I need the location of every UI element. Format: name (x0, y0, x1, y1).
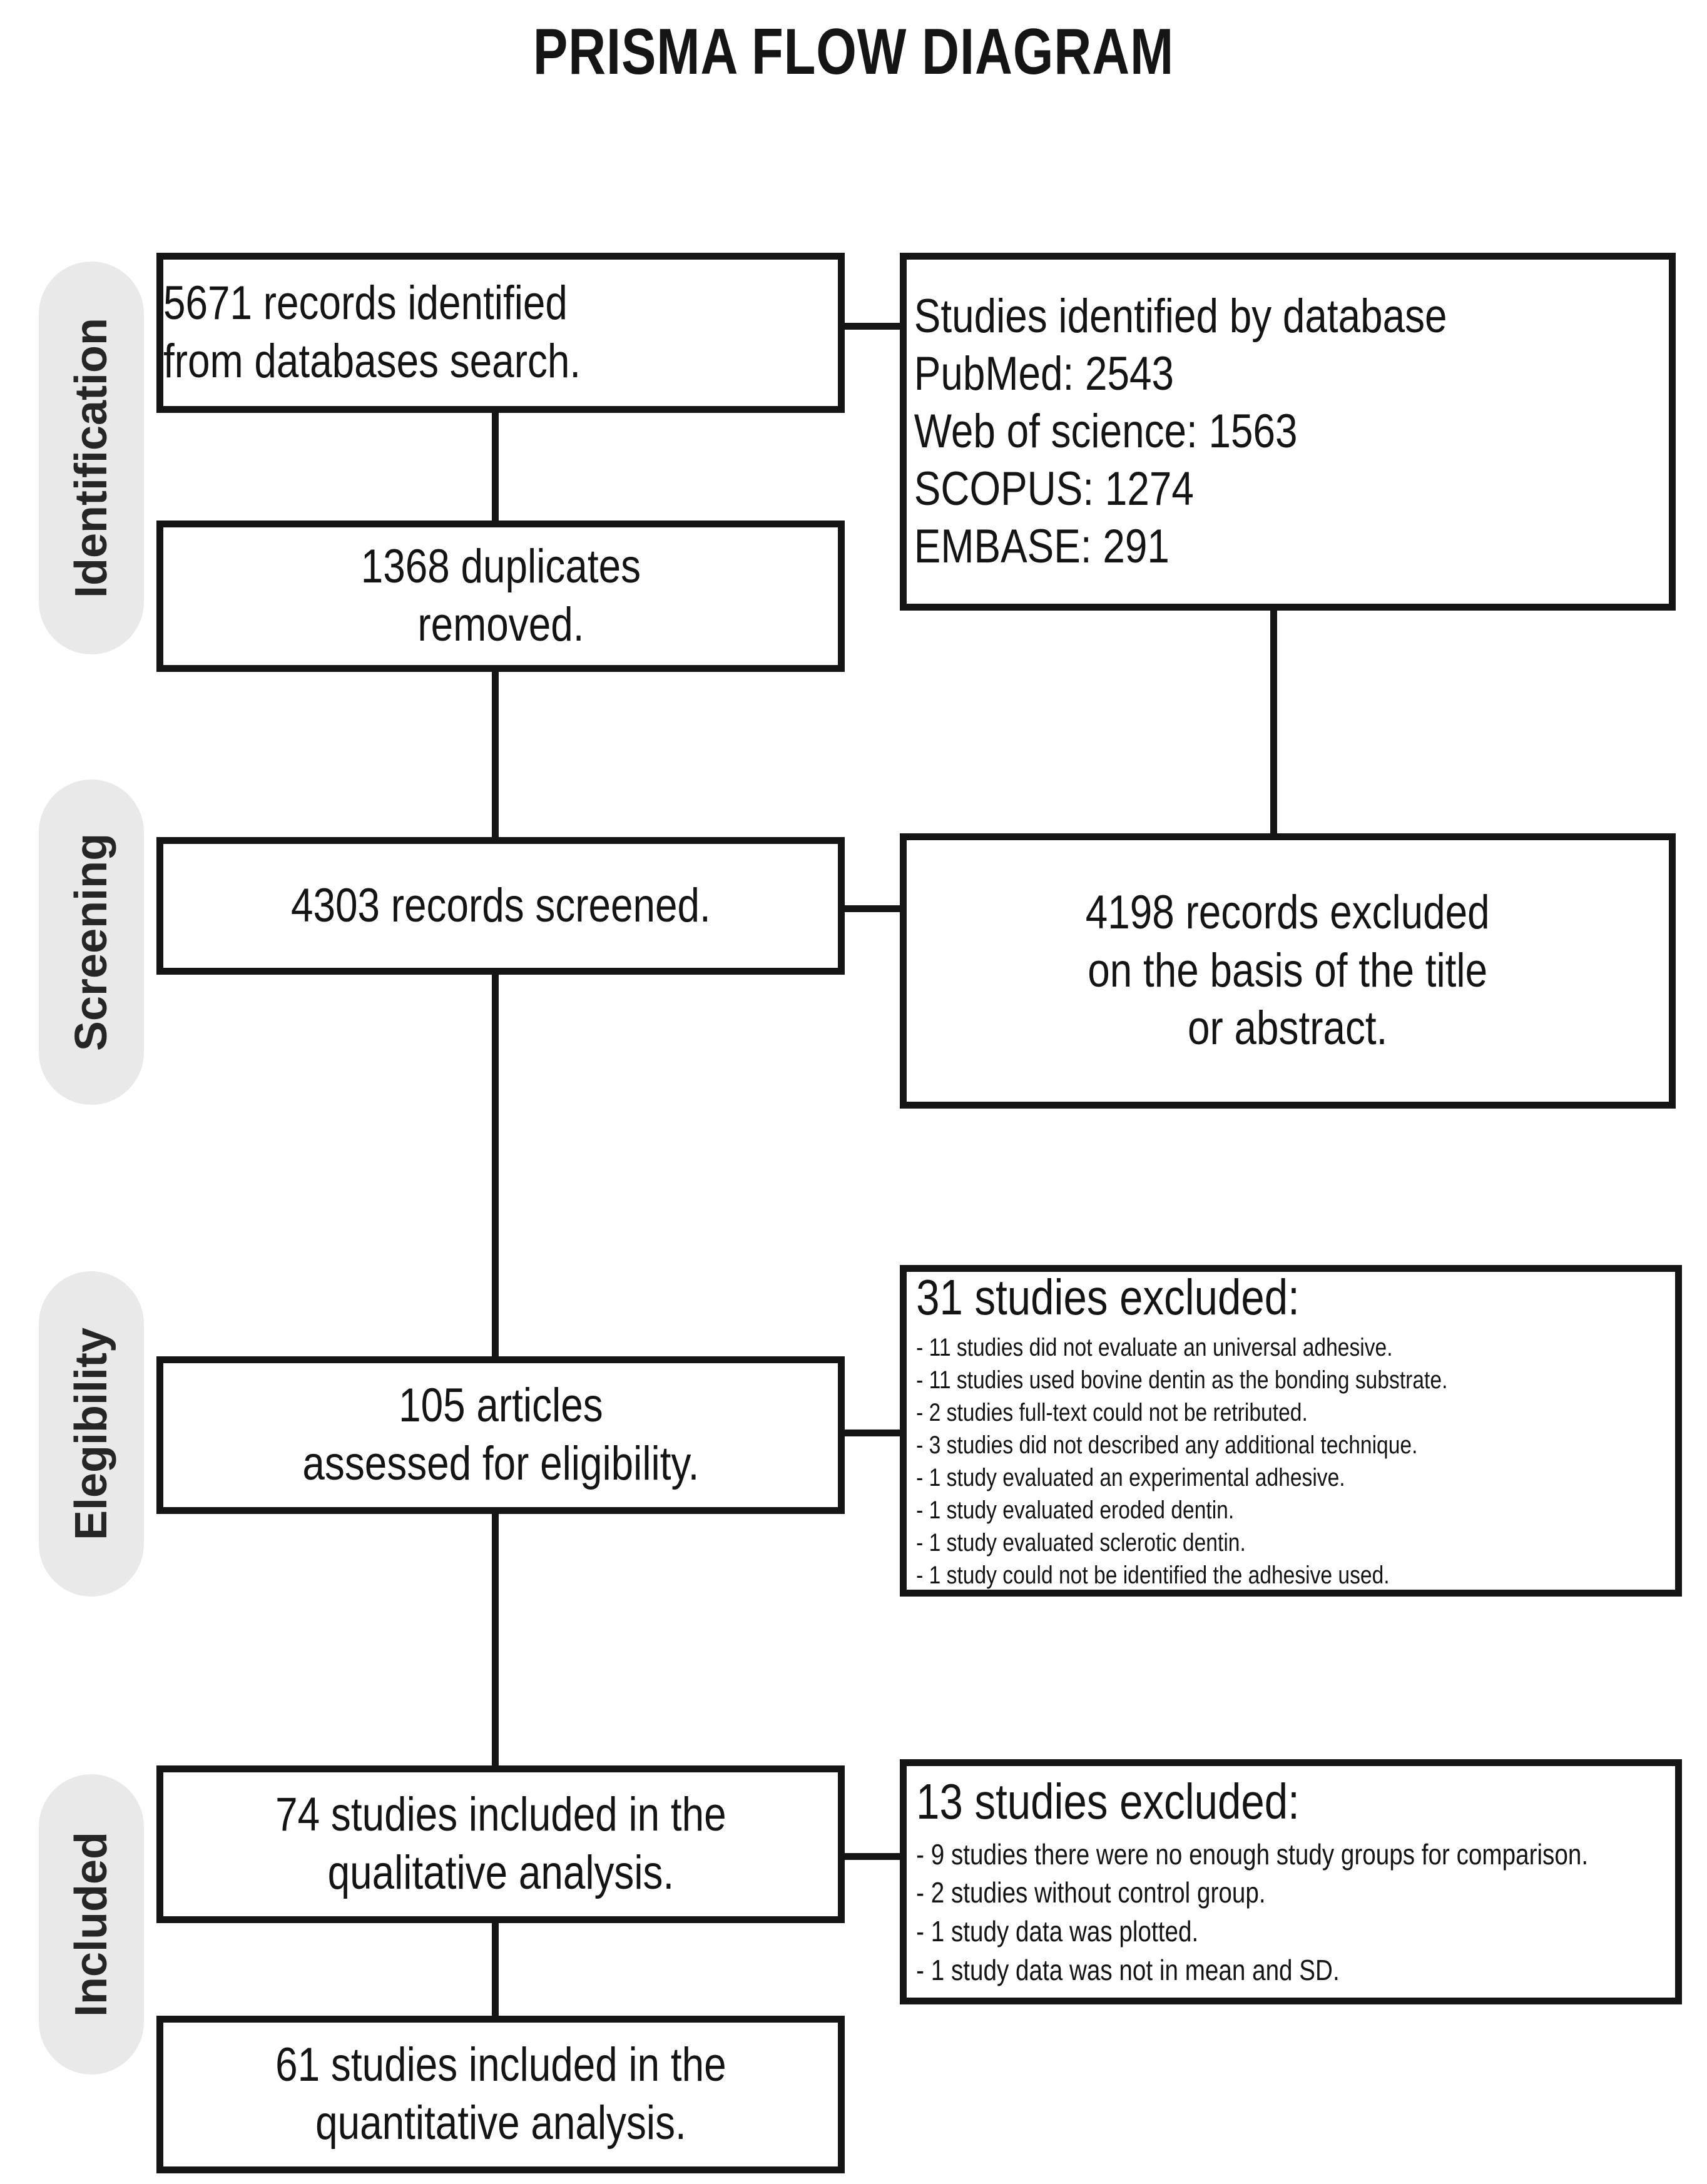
stage-pill-included: Included (39, 1774, 144, 2075)
stage-pill-screening: Screening (39, 780, 144, 1105)
stage-label-included: Included (66, 1831, 117, 2018)
box-eligibility-excluded: 31 studies excluded: - 11 studies did no… (900, 1265, 1682, 1597)
included-excluded-list: - 9 studies there were no enough study g… (907, 1836, 1684, 1990)
eligibility-reason: - 11 studies did not evaluate an univers… (916, 1334, 1393, 1361)
eligibility-reason: - 1 study evaluated eroded dentin. (916, 1496, 1235, 1524)
included-reason: - 9 studies there were no enough study g… (916, 1837, 1589, 1871)
stage-label-elegibility: Elegibility (66, 1327, 117, 1541)
connector-database-downstream (1270, 607, 1277, 845)
qualitative-included-text: 74 studies included in the qualitative a… (275, 1788, 726, 1899)
included-reason: - 1 study data was not in mean and SD. (916, 1953, 1340, 1986)
eligibility-reason: - 1 study evaluated sclerotic dentin. (916, 1529, 1246, 1557)
box-included-excluded: 13 studies excluded: - 9 studies there w… (900, 1759, 1682, 2004)
connector-qualitative-to-included-excluded (838, 1853, 907, 1860)
connector-identified-to-database (838, 323, 907, 330)
quantitative-included-text: 61 studies included in the quantitative … (275, 2038, 726, 2150)
stage-pill-identification: Identification (39, 262, 144, 654)
eligibility-reason: - 1 study evaluated an experimental adhe… (916, 1464, 1345, 1491)
connector-assessed-to-eligibility-excluded (838, 1430, 907, 1436)
eligibility-reason: - 1 study could not be identified the ad… (916, 1562, 1390, 1589)
database-entry-embase: EMBASE: 291 (914, 519, 1169, 573)
connector-identified-to-duplicates (492, 413, 499, 522)
box-records-identified: 5671 records identified from databases s… (156, 253, 845, 413)
box-qualitative-included: 74 studies included in the qualitative a… (156, 1765, 845, 1923)
box-records-excluded: 4198 records excluded on the basis of th… (900, 833, 1676, 1109)
records-identified-text: 5671 records identified from databases s… (163, 277, 581, 388)
eligibility-excluded-heading: 31 studies excluded: (916, 1269, 1300, 1325)
stage-pill-elegibility: Elegibility (39, 1271, 144, 1597)
connector-qualitative-to-quantitative (492, 1922, 499, 2019)
connector-screened-to-assessed (492, 973, 499, 1361)
duplicates-removed-text: 1368 duplicates removed. (360, 540, 641, 651)
stage-label-screening: Screening (66, 833, 116, 1052)
database-entry-scopus: SCOPUS: 1274 (914, 462, 1194, 516)
included-reason: - 2 studies without control group. (916, 1876, 1266, 1909)
eligibility-reason: - 11 studies used bovine dentin as the b… (916, 1366, 1448, 1394)
database-entry-web-of-science: Web of science: 1563 (914, 405, 1298, 459)
eligibility-reason: - 2 studies full-text could not be retri… (916, 1399, 1308, 1426)
connector-screened-to-excluded (838, 905, 907, 912)
database-entry-pubmed: PubMed: 2543 (914, 347, 1175, 401)
box-database-breakdown: Studies identified by database PubMed: 2… (900, 253, 1676, 611)
included-reason: - 1 study data was plotted. (916, 1915, 1199, 1948)
eligibility-excluded-list: - 11 studies did not evaluate an univers… (907, 1331, 1684, 1592)
eligibility-reason: - 3 studies did not described any additi… (916, 1431, 1418, 1459)
box-records-screened: 4303 records screened. (156, 837, 845, 975)
box-duplicates-removed: 1368 duplicates removed. (156, 521, 845, 672)
box-articles-assessed: 105 articles assessed for eligibility. (156, 1356, 845, 1514)
articles-assessed-text: 105 articles assessed for eligibility. (302, 1379, 699, 1490)
page-title: PRISMA FLOW DIAGRAM (532, 16, 1175, 88)
database-heading: Studies identified by database (914, 290, 1447, 343)
database-list: Studies identified by database PubMed: 2… (907, 288, 1676, 576)
records-screened-text: 4303 records screened. (290, 878, 711, 932)
stage-label-identification: Identification (66, 318, 116, 598)
box-quantitative-included: 61 studies included in the quantitative … (156, 2016, 845, 2173)
connector-assessed-to-qualitative (492, 1513, 499, 1775)
connector-duplicates-to-screened (492, 671, 499, 840)
records-excluded-text: 4198 records excluded on the basis of th… (1086, 885, 1490, 1055)
included-excluded-heading: 13 studies excluded: (916, 1773, 1300, 1829)
